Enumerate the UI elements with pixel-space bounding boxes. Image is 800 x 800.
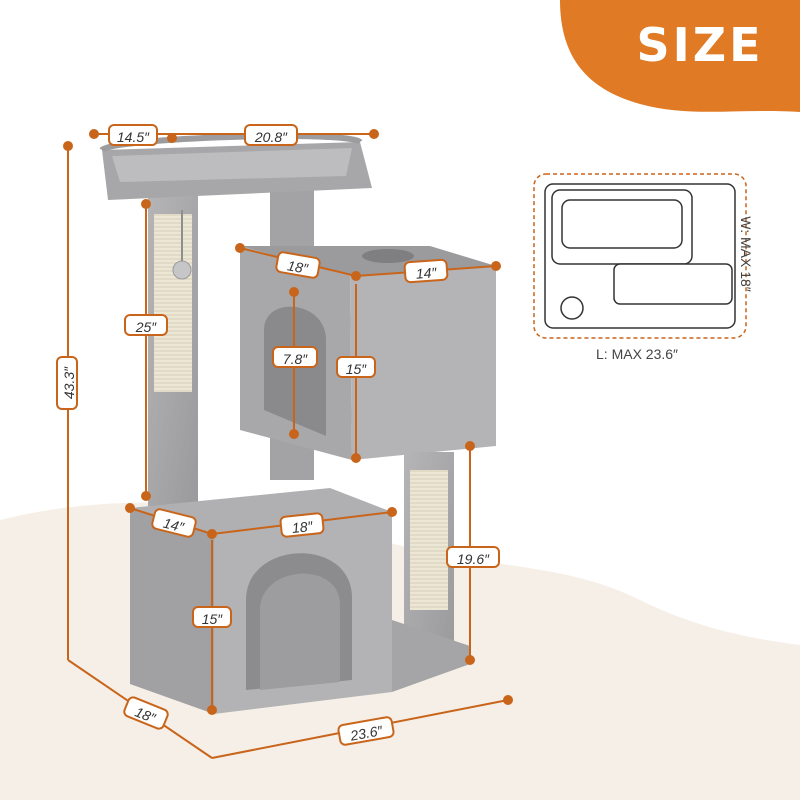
dim-condo-door-height: 7.8″ bbox=[272, 346, 318, 368]
dim-total-height: 43.3″ bbox=[56, 356, 78, 410]
package-outline bbox=[533, 173, 747, 339]
dim-post-height: 25″ bbox=[124, 314, 168, 336]
package-width-label: W: MAX 18″ bbox=[737, 216, 754, 292]
package-diagram bbox=[533, 173, 747, 339]
dim-condo-height: 15″ bbox=[336, 356, 376, 378]
package-length-label: L: MAX 23.6″ bbox=[596, 346, 678, 362]
dim-right-post-height: 19.6″ bbox=[446, 546, 500, 568]
size-title: SIZE bbox=[636, 18, 764, 72]
dim-condo-depth: 14″ bbox=[403, 258, 449, 284]
hanging-ball-toy bbox=[172, 260, 192, 280]
dim-base-box-width: 18″ bbox=[278, 511, 326, 539]
size-banner-shape bbox=[560, 0, 800, 112]
cat-tree bbox=[99, 133, 496, 714]
dim-base-box-height: 15″ bbox=[192, 606, 232, 628]
base-plate bbox=[392, 620, 470, 692]
upper-condo-side bbox=[350, 266, 496, 460]
dim-top-depth: 14.5″ bbox=[108, 124, 158, 146]
left-post-sisal bbox=[154, 214, 192, 392]
dim-top-width: 20.8″ bbox=[244, 124, 298, 146]
base-box-front bbox=[130, 508, 214, 714]
right-post-sisal bbox=[410, 470, 448, 610]
